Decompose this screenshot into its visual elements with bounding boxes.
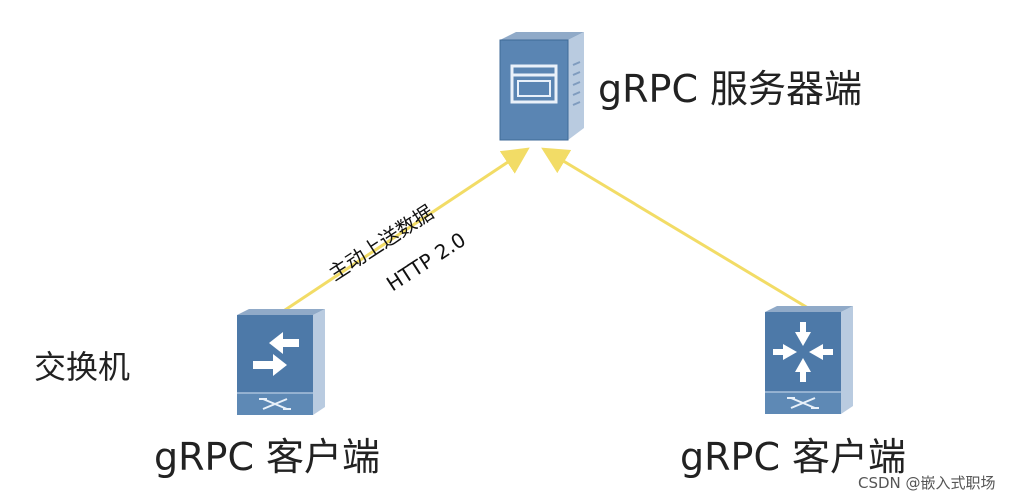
switch-side-label: 交换机 — [34, 348, 131, 386]
arrow-left-client-to-server — [281, 147, 530, 314]
server-label: gRPC 服务器端 — [598, 67, 863, 111]
server-icon — [499, 32, 584, 141]
arrow-right-client-to-server — [541, 147, 809, 310]
watermark: CSDN @嵌入式职场 — [858, 474, 996, 492]
switch-arrows-icon — [237, 309, 325, 415]
client-right-label: gRPC 客户端 — [680, 435, 907, 479]
switch-cross-icon — [765, 306, 853, 414]
client-left-label: gRPC 客户端 — [154, 435, 381, 479]
